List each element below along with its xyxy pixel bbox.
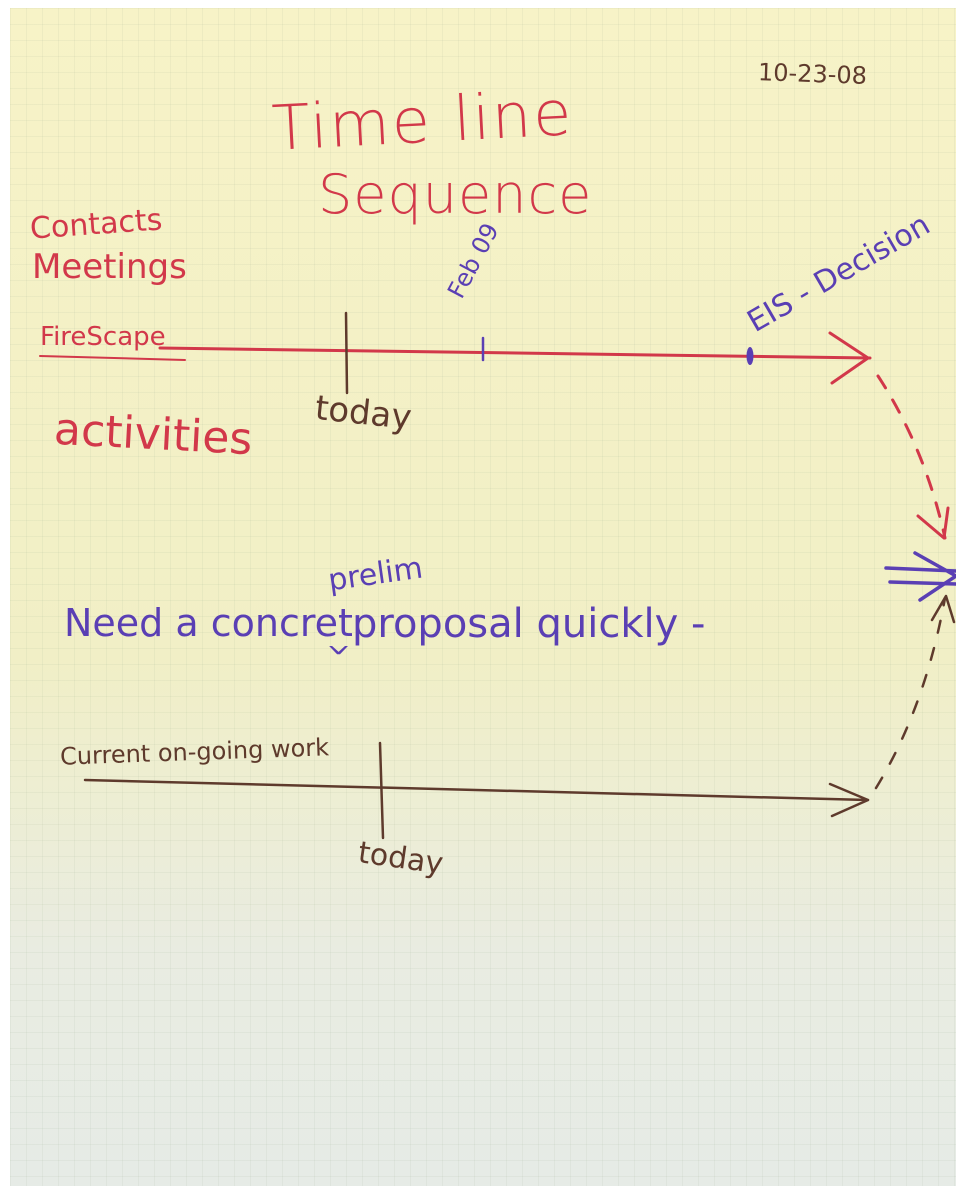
flipchart-sheet: 10-23-08 Time line Sequence Contacts Mee…: [10, 8, 956, 1186]
bottom-timeline-line: [83, 778, 870, 802]
title-line-2: Sequence: [318, 163, 593, 226]
top-decision-dot: [746, 347, 754, 365]
meetings-label: Meetings: [32, 247, 187, 287]
contacts-label: Contacts: [28, 202, 164, 247]
note-text-after: proposal quickly -: [352, 601, 706, 647]
top-today-tick: [344, 311, 349, 395]
bottom-today-tick: [378, 741, 385, 840]
top-timeline-line: [158, 346, 872, 360]
brown-dashed-connector: [874, 596, 947, 790]
bottom-timeline-arrowhead: [828, 782, 870, 818]
top-today-label: today: [313, 388, 414, 438]
brown-dashed-arrowhead: [930, 594, 956, 624]
top-timeline-arrowhead: [828, 331, 870, 385]
purple-arrow: [884, 551, 956, 602]
date-label: 10-23-08: [757, 58, 868, 90]
title-line-1: Time line: [270, 76, 576, 165]
firescape-underline: [39, 355, 186, 361]
firescape-label: FireScape: [40, 322, 166, 352]
red-dashed-connector: [876, 374, 947, 540]
activities-label: activities: [52, 403, 254, 466]
timeline-drawing: [39, 311, 956, 840]
note-text-before: Need a concret: [64, 601, 353, 645]
red-dashed-arrowhead: [916, 506, 950, 540]
note-insert-mark: ^: [326, 624, 352, 659]
